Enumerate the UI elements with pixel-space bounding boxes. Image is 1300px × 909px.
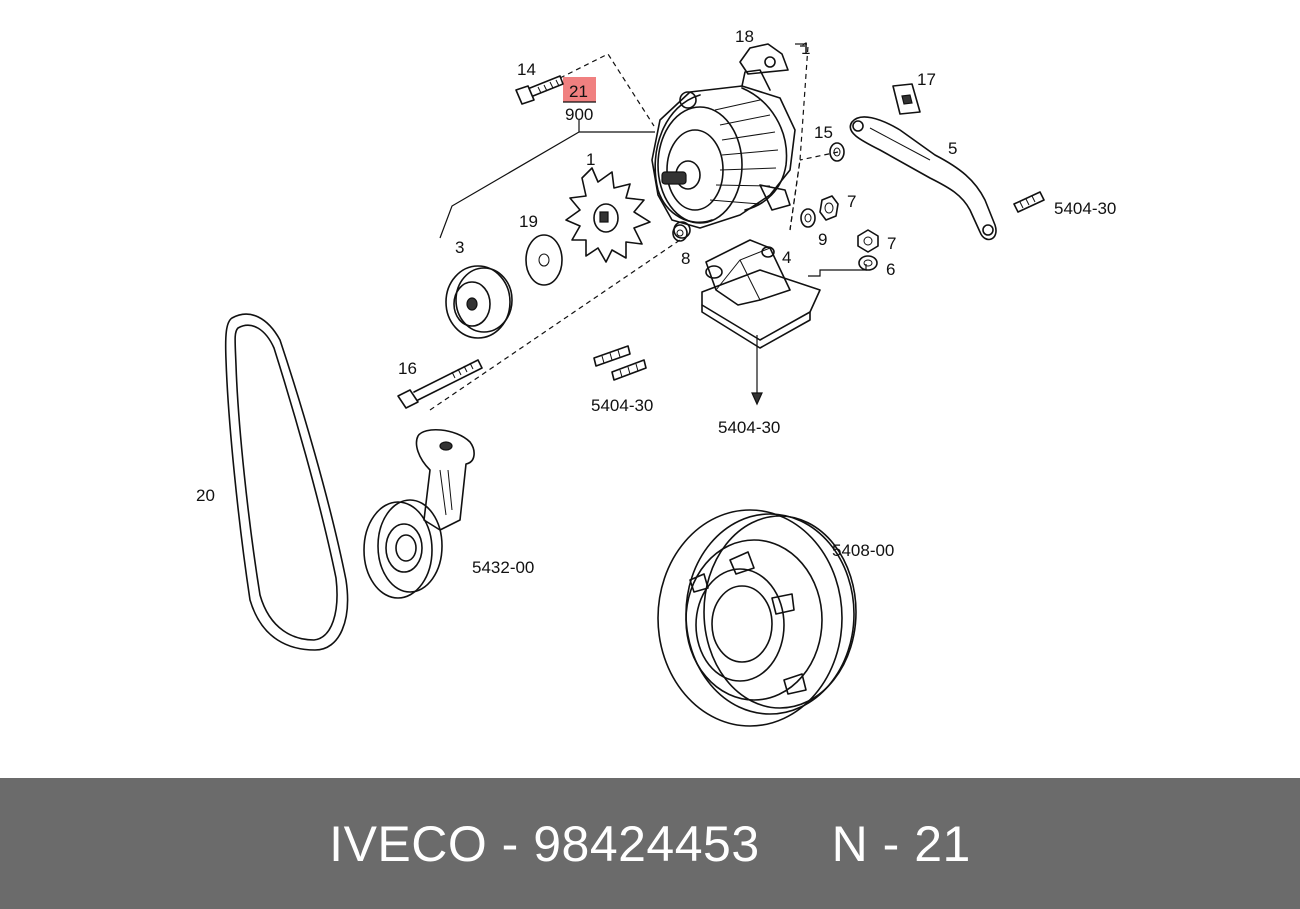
stud-right [1013,191,1045,213]
assembly-lines [429,43,839,411]
part-3-pulley [445,265,513,339]
part-20-belt [224,313,349,651]
footer-brand: IVECO [329,815,488,872]
label-17: 17 [917,70,936,89]
label-900: 900 [565,105,593,124]
label-5408-00: 5408-00 [832,541,894,560]
label-16: 16 [398,359,417,378]
part-5-bracket [849,116,997,241]
label-15: 15 [814,123,833,142]
footer-gap [760,816,832,872]
small-hardware [672,142,879,271]
label-21: 21 [569,82,588,101]
tensioner-assembly [363,429,475,599]
part-14-bolt [515,75,564,105]
footer-caption: IVECO - 98424453 N - 21 [329,815,971,873]
footer-part-number: 98424453 [533,815,760,872]
part-18-cap [739,43,789,75]
part-1-fan [565,167,651,263]
label-18: 18 [735,27,754,46]
footer-ref-letter: N [831,815,869,872]
label-8: 8 [681,249,690,268]
label-1: 1 [586,150,595,169]
part-19-washer [525,234,563,286]
label-5404-30-right: 5404-30 [1054,199,1116,218]
label-4: 4 [782,248,791,267]
footer-separator-1: - [487,815,534,872]
label-5: 5 [948,139,957,158]
footer-bar: IVECO - 98424453 N - 21 [0,778,1300,909]
part-4-bracket [701,239,821,406]
part-16-bolt [397,359,483,409]
part-17-plate [892,83,921,115]
parts-diagram: 14 21 900 18 1 17 15 5 5404-30 7 9 7 6 4… [196,27,1117,727]
alternator-drawing [651,69,796,239]
studs-mid [593,345,647,381]
highlight-part-21 [563,77,596,102]
label-5404-30-bracket: 5404-30 [718,418,780,437]
label-5432-00: 5432-00 [472,558,534,577]
label-3: 3 [455,238,464,257]
label-6: 6 [886,260,895,279]
label-19: 19 [519,212,538,231]
label-7-lower: 7 [887,234,896,253]
label-20: 20 [196,486,215,505]
footer-ref-number: 21 [914,815,971,872]
label-1-top: 1 [801,39,810,58]
label-5404-30-mid: 5404-30 [591,396,653,415]
label-14: 14 [517,60,536,79]
label-9: 9 [818,230,827,249]
footer-separator-2: - [868,815,915,872]
damper-pulley [657,509,857,727]
leader-lines [439,101,867,277]
label-7-upper: 7 [847,192,856,211]
